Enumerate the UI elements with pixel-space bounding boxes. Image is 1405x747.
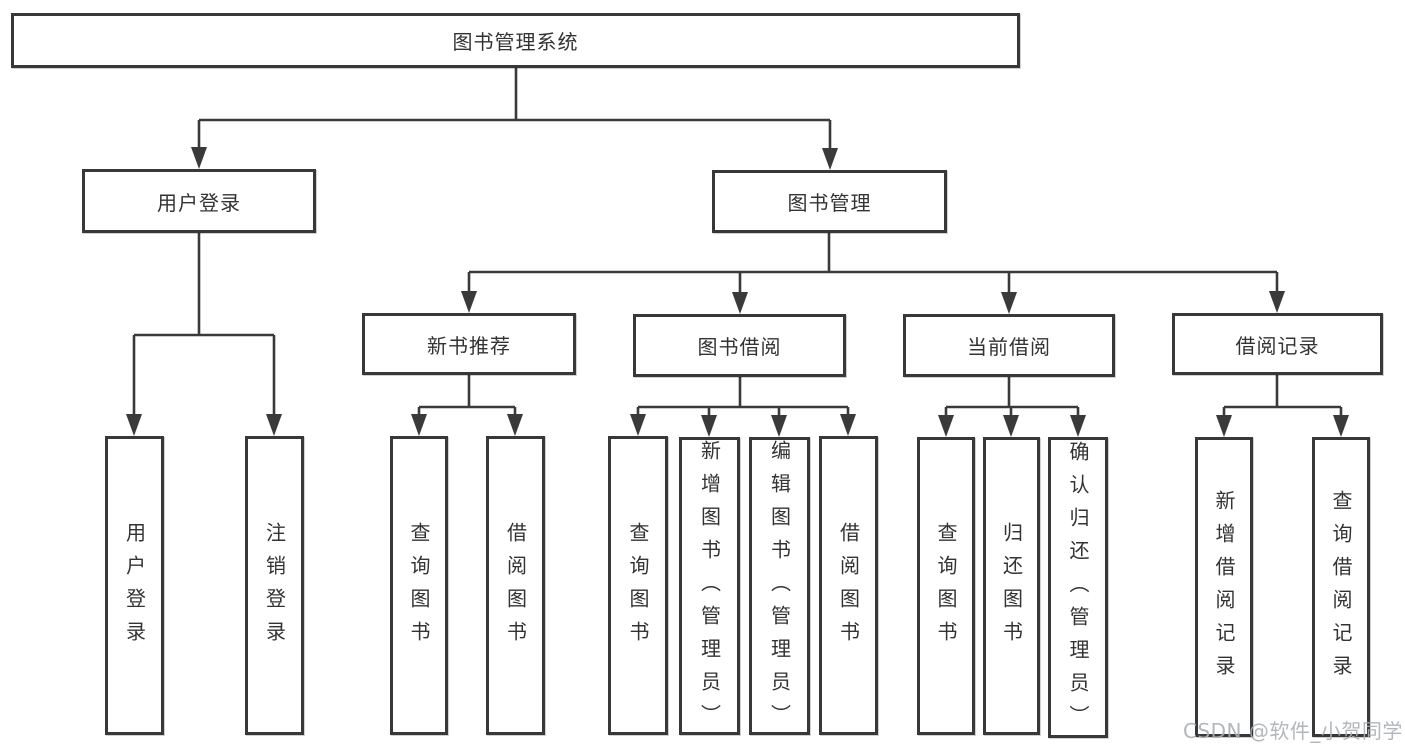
- arrowhead: [191, 147, 207, 169]
- csdn-watermark: CSDN @软件_小贺同学: [1183, 719, 1403, 743]
- leaf-query-books-borrowing: 查询图书: [608, 436, 668, 735]
- leaf-borrow-books-recommend: 借阅图书: [486, 436, 545, 735]
- leaf-query-borrow-record: 查询借阅记录: [1312, 437, 1370, 737]
- leaf-query-books-current: 查询图书: [917, 437, 975, 735]
- leaf-edit-books-admin: 编辑图书（管理员）: [749, 437, 810, 737]
- node-current-borrowing: 当前借阅: [903, 314, 1115, 377]
- arrowhead: [126, 414, 142, 436]
- node-new-book-recommend: 新书推荐: [362, 313, 576, 375]
- node-borrowing-records: 借阅记录: [1172, 313, 1383, 375]
- arrowhead: [771, 415, 787, 437]
- arrowhead: [938, 415, 954, 437]
- arrowhead: [507, 414, 523, 436]
- arrowhead: [701, 415, 717, 437]
- arrowhead: [461, 291, 477, 313]
- arrowhead: [840, 414, 856, 436]
- leaf-logout: 注销登录: [245, 436, 304, 735]
- leaf-user-login: 用户登录: [105, 436, 164, 735]
- arrowhead: [1269, 291, 1285, 313]
- leaf-confirm-return-admin: 确认归还（管理员）: [1048, 437, 1108, 738]
- leaf-return-books: 归还图书: [983, 437, 1040, 735]
- arrowhead: [1003, 415, 1019, 437]
- node-root-library-management-system: 图书管理系统: [11, 13, 1020, 68]
- node-book-borrowing: 图书借阅: [633, 314, 846, 377]
- arrowhead: [1333, 415, 1349, 437]
- node-book-management: 图书管理: [712, 170, 947, 233]
- arrowhead: [822, 148, 838, 170]
- arrowhead: [411, 414, 427, 436]
- node-user-login: 用户登录: [82, 169, 316, 233]
- leaf-query-books-recommend: 查询图书: [390, 436, 448, 735]
- arrowhead: [732, 292, 748, 314]
- arrowhead: [1001, 292, 1017, 314]
- arrowhead: [1070, 415, 1086, 437]
- leaf-borrow-books: 借阅图书: [819, 436, 878, 735]
- arrowhead: [266, 414, 282, 436]
- arrowhead: [1216, 415, 1232, 437]
- leaf-add-books-admin: 新增图书（管理员）: [679, 437, 740, 737]
- arrowhead: [630, 414, 646, 436]
- leaf-add-borrow-record: 新增借阅记录: [1195, 437, 1253, 737]
